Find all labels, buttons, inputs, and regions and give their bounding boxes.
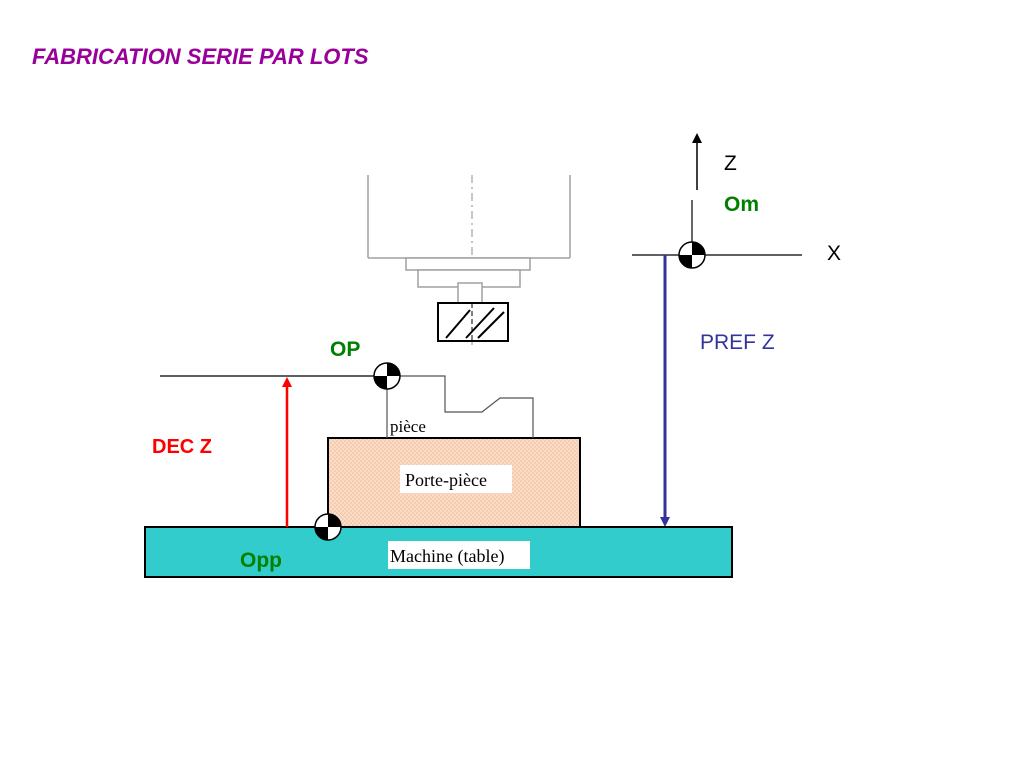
- origin-opp-icon: [314, 513, 342, 541]
- axis-x-label: X: [827, 242, 841, 265]
- origin-om-icon: [678, 241, 706, 269]
- porte-piece-label: Porte-pièce: [405, 470, 487, 490]
- porte-piece-label-bg: [400, 465, 512, 493]
- om-label: Om: [724, 193, 759, 216]
- piece-label: pièce: [390, 417, 426, 436]
- slide-title: FABRICATION SERIE PAR LOTS: [32, 44, 369, 69]
- cutting-tool: [437, 302, 509, 342]
- machine-table-label: Machine (table): [390, 546, 504, 567]
- spindle-head: [367, 175, 571, 345]
- origin-op-icon: [373, 362, 401, 390]
- opp-label: Opp: [240, 549, 282, 572]
- piece-label-bg: [388, 414, 440, 436]
- machine-label-bg: [388, 541, 530, 569]
- pref-z-label: PREF Z: [700, 331, 775, 354]
- dec-z-label: DEC Z: [152, 436, 212, 458]
- axis-z-label: Z: [724, 152, 737, 175]
- op-label: OP: [330, 338, 360, 361]
